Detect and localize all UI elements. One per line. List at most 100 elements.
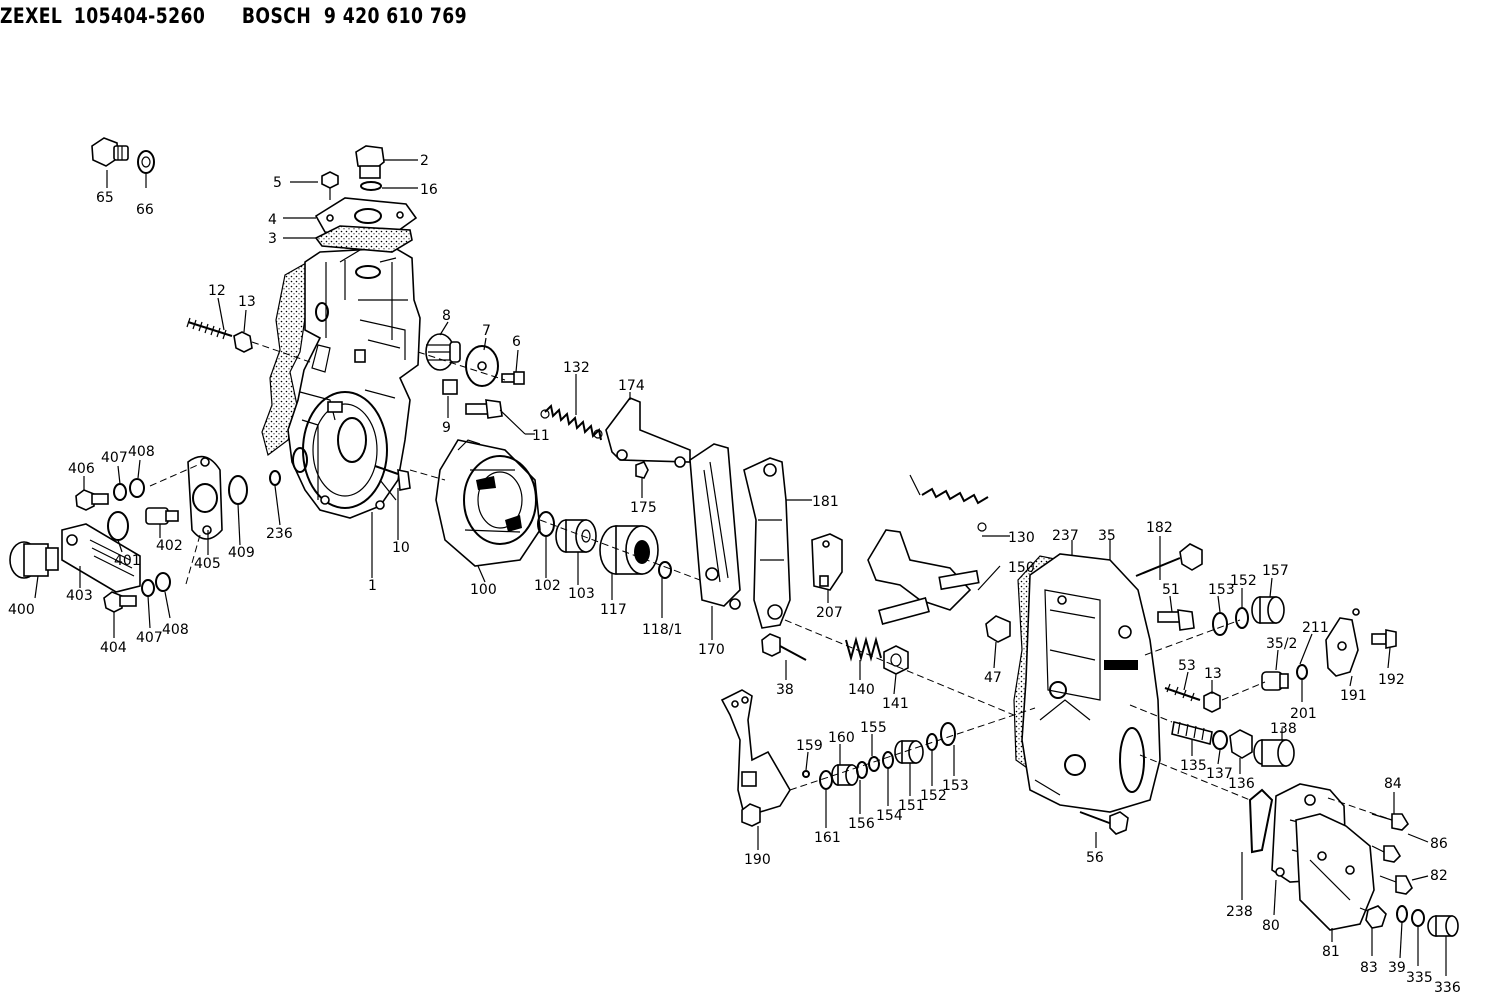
callout-56: 56 (1086, 850, 1104, 866)
callout-82: 82 (1430, 868, 1448, 884)
callout-190: 190 (744, 852, 771, 868)
callout-84: 84 (1384, 776, 1402, 792)
callout-2: 2 (420, 153, 429, 169)
callout-3: 3 (268, 231, 277, 247)
part-403-plate (61, 523, 141, 593)
leader-lines (34, 159, 1447, 976)
callout-132: 132 (563, 360, 590, 376)
callout-4: 4 (268, 212, 277, 228)
part-7-washer (465, 345, 499, 387)
part-82-screw (1379, 875, 1413, 895)
part-170-lever (689, 443, 741, 610)
part-407-washer (113, 483, 127, 501)
part-192-screw (1371, 629, 1397, 649)
callout-152-top: 152 (1230, 573, 1257, 589)
part-401-ring (107, 511, 129, 541)
callout-152-lower: 152 (920, 788, 947, 804)
part-207-bracket (811, 533, 843, 591)
part-409-o-ring (228, 475, 248, 505)
callout-175: 175 (630, 500, 657, 516)
callout-7: 7 (482, 323, 491, 339)
callout-81: 81 (1322, 944, 1340, 960)
part-191-lever (1325, 608, 1360, 677)
callout-404: 404 (100, 640, 127, 656)
callout-9: 9 (442, 420, 451, 436)
callout-238: 238 (1226, 904, 1253, 920)
diagram-header: ZEXEL 105404-5260 BOSCH 9 420 610 769 (0, 4, 467, 34)
callout-5: 5 (273, 175, 282, 191)
callout-6: 6 (512, 334, 521, 350)
callout-8: 8 (442, 308, 451, 324)
callout-38: 38 (776, 682, 794, 698)
callout-135: 135 (1180, 758, 1207, 774)
callout-211: 211 (1302, 620, 1329, 636)
part-151-bushing (894, 740, 924, 764)
part-336-cap-nut (1427, 915, 1459, 937)
part-400-plug (9, 541, 59, 579)
callout-13-right: 13 (1204, 666, 1222, 682)
callout-86: 86 (1430, 836, 1448, 852)
part-161-washer (819, 770, 833, 790)
part-118-1-washer (658, 561, 672, 579)
part-405-flange (187, 455, 223, 540)
callout-156: 156 (848, 816, 875, 832)
part-201-o-ring (1296, 664, 1308, 680)
callout-181: 181 (812, 494, 839, 510)
callout-160: 160 (828, 730, 855, 746)
part-103-bushing (555, 519, 597, 553)
part-135-screw (1171, 721, 1213, 745)
callout-65: 65 (96, 190, 114, 206)
callout-53: 53 (1178, 658, 1196, 674)
part-39-washer (1396, 905, 1408, 923)
part-81-bracket (1295, 813, 1375, 931)
callout-130: 130 (1008, 530, 1035, 546)
part-16-o-ring (360, 181, 382, 191)
part-154-o-ring (882, 751, 894, 769)
part-157-bushing (1251, 596, 1285, 624)
part-65-bolt (91, 137, 129, 167)
callout-47: 47 (984, 670, 1002, 686)
part-402-valve (145, 507, 179, 525)
callout-150: 150 (1008, 560, 1035, 576)
callout-141: 141 (882, 696, 909, 712)
brand-zexel: ZEXEL (0, 4, 63, 28)
callout-170: 170 (698, 642, 725, 658)
callout-174: 174 (618, 378, 645, 394)
callout-153-lower: 153 (942, 778, 969, 794)
part-160-bushing (831, 764, 859, 786)
part-13-nut (233, 331, 253, 353)
part-83-screw (1359, 905, 1387, 929)
callout-402: 402 (156, 538, 183, 554)
callout-1: 1 (368, 578, 377, 594)
part-156-ring (856, 761, 868, 779)
callout-336: 336 (1434, 980, 1461, 996)
brand-bosch: BOSCH (241, 4, 312, 28)
callout-405: 405 (194, 556, 221, 572)
callout-153-top: 153 (1208, 582, 1235, 598)
part-136-nut (1229, 729, 1253, 759)
callout-403: 403 (66, 588, 93, 604)
part-38-bolt (761, 633, 807, 661)
part-11-screw (465, 399, 503, 419)
part-153-ring-lower (940, 722, 956, 746)
callout-191: 191 (1340, 688, 1367, 704)
callout-161: 161 (814, 830, 841, 846)
callout-83: 83 (1360, 960, 1378, 976)
callout-35-2: 35/2 (1266, 636, 1297, 652)
callout-138: 138 (1270, 721, 1297, 737)
part-8-valve (425, 333, 461, 371)
callout-10: 10 (392, 540, 410, 556)
part-132-spring (540, 403, 603, 441)
callout-16: 16 (420, 182, 438, 198)
part-2-plug (355, 145, 385, 179)
part-137-washer (1212, 730, 1228, 750)
part-238-gasket (1248, 788, 1274, 854)
callout-207: 207 (816, 605, 843, 621)
part-408-washer-lower (155, 572, 171, 592)
part-35-governor-cover (1021, 553, 1161, 813)
part-407-washer-lower (141, 579, 155, 597)
part-3-gasket (314, 225, 413, 253)
callout-140: 140 (848, 682, 875, 698)
part-152-o-ring (1235, 607, 1249, 629)
part-130-spring (909, 474, 989, 532)
